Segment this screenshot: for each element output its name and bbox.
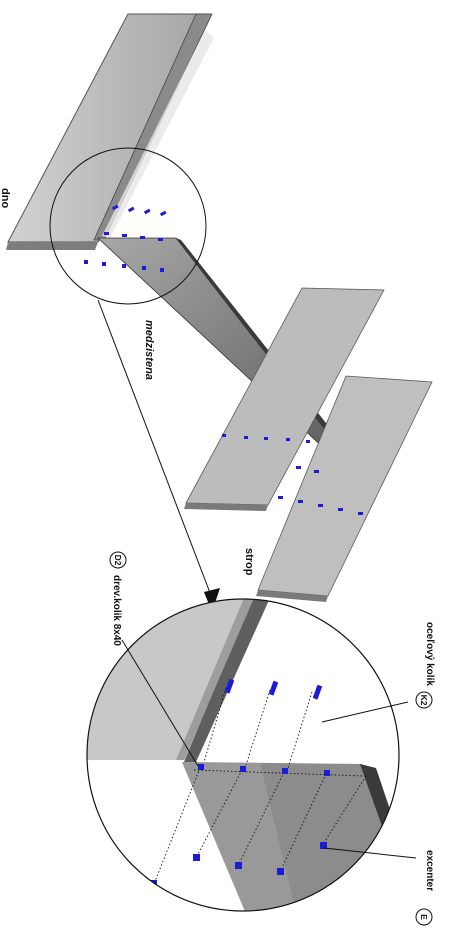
badge-d2: D2	[109, 551, 127, 569]
strop-back-panel	[184, 287, 385, 511]
label-medzistena: medzistena	[143, 320, 155, 380]
strop-panel	[256, 375, 433, 602]
label-ocelovy-kolik: oceľový kolík	[424, 622, 435, 686]
label-dno: dno	[0, 188, 11, 208]
zoom-arrow	[97, 299, 220, 612]
badge-k2: K2	[415, 691, 433, 709]
dno-panel	[6, 13, 214, 250]
badge-e: E	[415, 908, 433, 926]
label-strop: strop	[243, 548, 255, 576]
detail-circle-outline	[86, 598, 400, 912]
top-fasteners	[84, 204, 363, 515]
leader-lines	[121, 639, 417, 859]
svg-text:E: E	[419, 914, 429, 920]
svg-text:D2: D2	[113, 555, 123, 566]
detail-circle-small	[49, 147, 207, 305]
svg-text:K2: K2	[419, 695, 429, 706]
detail-circle-large	[87, 599, 399, 911]
label-excenter: excenter	[424, 850, 435, 891]
label-drev-kolik: drev.kolik 8x40	[111, 575, 122, 646]
